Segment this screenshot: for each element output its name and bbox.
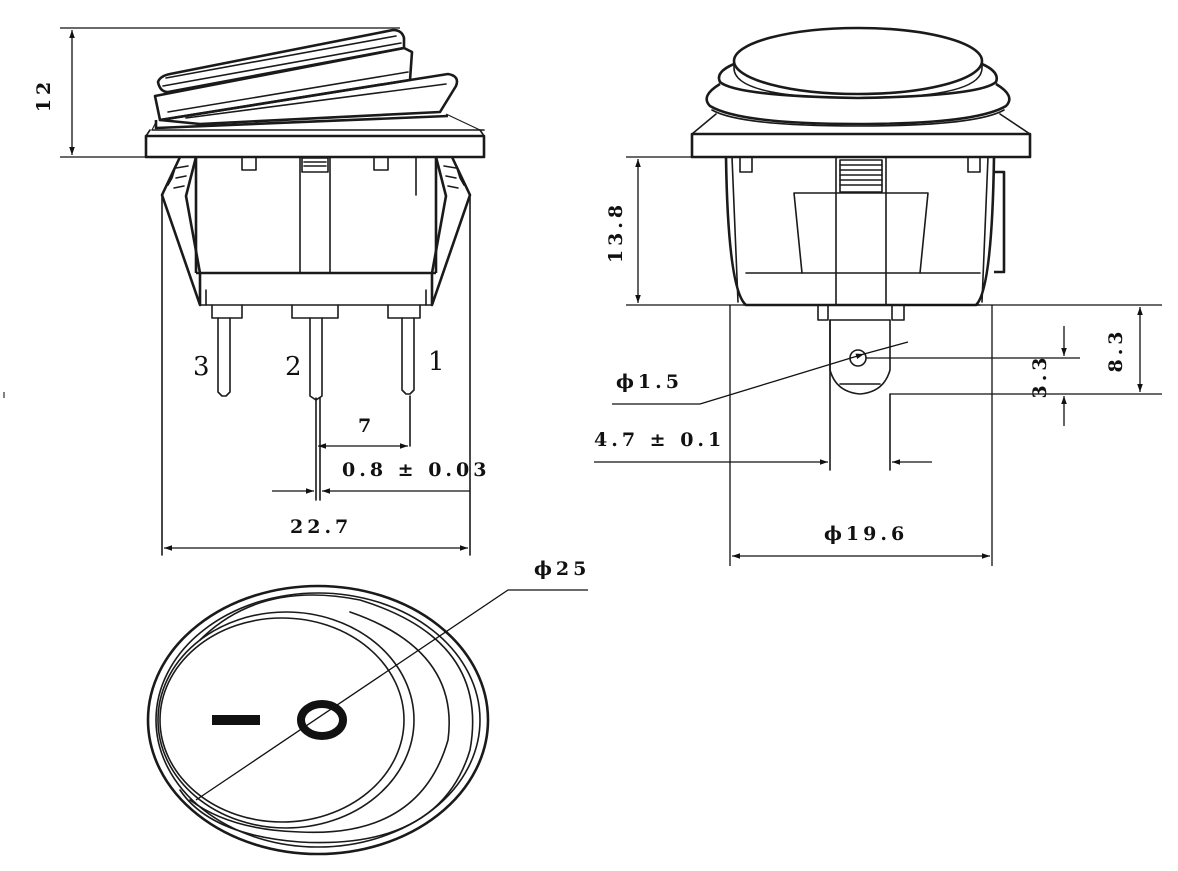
dim-25-label: ϕ25 (534, 558, 590, 580)
side-dimensions (60, 27, 470, 551)
dim-8-3-label: 8.3 (1105, 327, 1127, 372)
side-pins (211, 304, 421, 501)
dim-22-7-label: 22.7 (290, 516, 352, 538)
on-symbol-icon (212, 715, 260, 725)
rocker-cap (151, 28, 485, 131)
dim-pin-width-label: 4.7 ± 0.1 (594, 429, 725, 451)
pin-1-label: 1 (428, 347, 445, 377)
dim-3-3-label: 3.3 (1029, 353, 1051, 398)
front-body (724, 156, 1006, 307)
dim-19-6-label: ϕ19.6 (824, 523, 908, 545)
front-cap (691, 26, 1031, 135)
dim-7-label: 7 (358, 415, 375, 437)
side-flange (144, 134, 486, 159)
front-dimensions (594, 156, 1162, 566)
top-view: ϕ25 (146, 558, 590, 856)
side-body (160, 156, 472, 556)
dim-13-8-label: 13.8 (605, 201, 627, 263)
front-flange (690, 132, 1032, 159)
front-view: 13.8 8.3 3.3 ϕ1.5 4.7 ± 0.1 ϕ19.6 (594, 26, 1162, 566)
side-view: 12 3 2 1 7 0.8 ± 0.03 22.7 (33, 27, 490, 556)
pin-3-label: 3 (193, 352, 210, 382)
pin-2-label: 2 (285, 352, 302, 382)
dim-hole-diameter-label: ϕ1.5 (616, 371, 683, 393)
dim-12-label: 12 (33, 78, 55, 112)
dim-pin-thickness-label: 0.8 ± 0.03 (342, 459, 490, 481)
front-pin (817, 304, 905, 471)
off-symbol-icon (297, 700, 347, 740)
